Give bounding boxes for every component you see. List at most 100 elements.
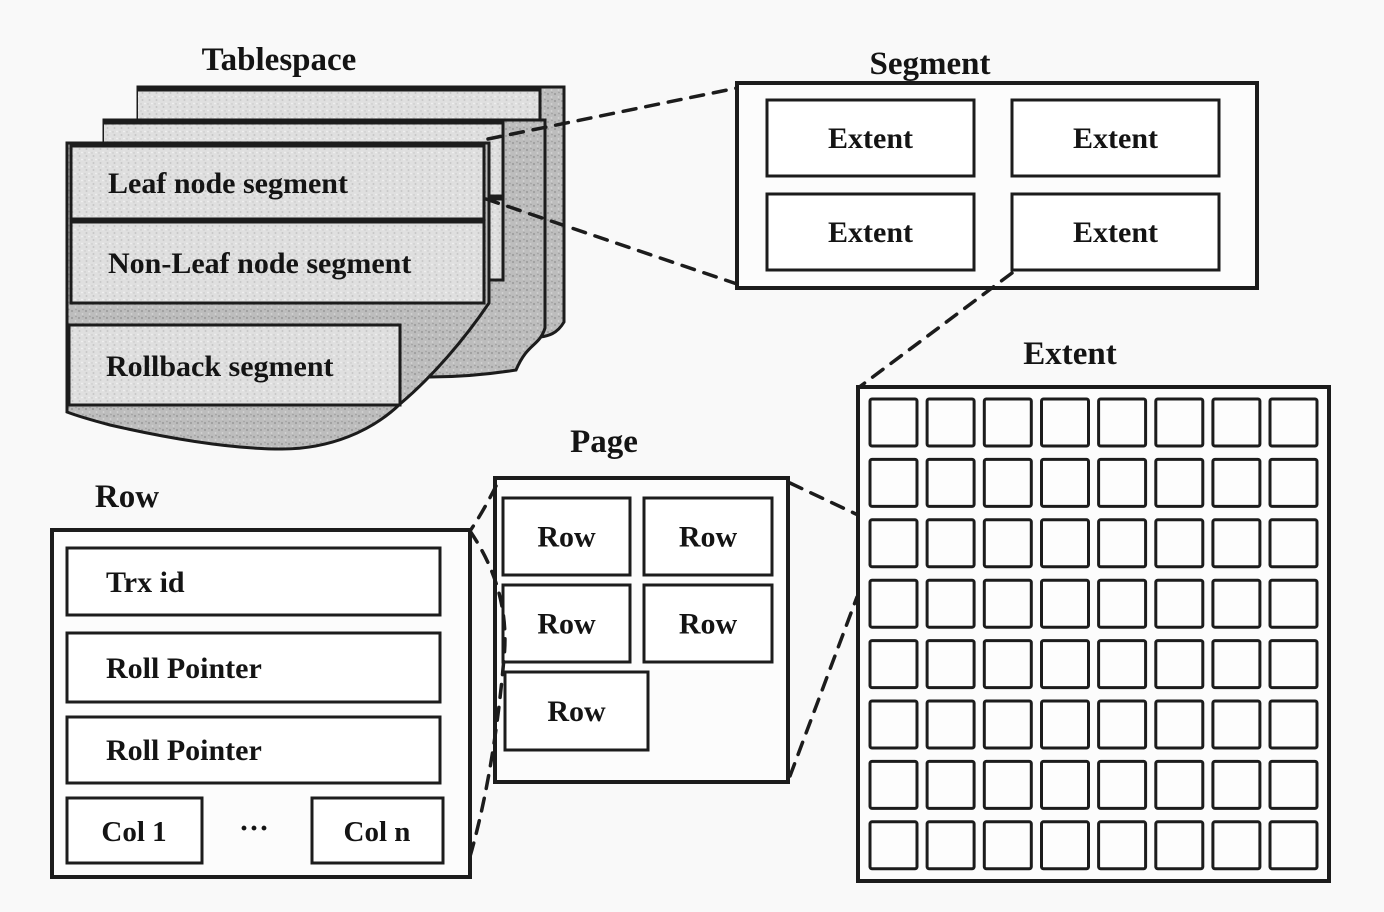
extent-grid-cell (868, 397, 919, 448)
segment-extent-box (765, 192, 976, 272)
extent-grid-cell (1268, 820, 1319, 871)
extent-grid-cell (982, 639, 1033, 690)
connector-page-row-top (468, 484, 498, 533)
extent-label: Extent (1023, 336, 1117, 372)
non-leaf-node-segment-box (69, 220, 486, 305)
extent-grid-cell (925, 578, 976, 629)
extent-grid-cell (925, 820, 976, 871)
col-1-label: Col 1 (101, 816, 166, 848)
extent-grid-cell (925, 759, 976, 810)
extent-grid-cell (1211, 457, 1262, 508)
extent-grid-cell (1211, 518, 1262, 569)
extent-grid-cell (1040, 397, 1090, 448)
extent-grid-cell (868, 699, 919, 750)
extent-grid-cell (1097, 820, 1148, 871)
extent-group (856, 385, 1331, 883)
connector-extent-page-bottom (788, 595, 859, 778)
page-row-cell (642, 583, 774, 664)
connector-page-row-arc (467, 529, 507, 862)
extent-grid-cell (1040, 457, 1090, 508)
extent-grid-cell (982, 759, 1033, 810)
connector-tablespace-segment-bottom (484, 197, 739, 286)
extent-grid-cell (1211, 759, 1262, 810)
trx-id-label: Trx id (106, 566, 185, 599)
extent-grid-cell (1040, 759, 1090, 810)
connectors (467, 86, 1014, 862)
extent-grid-cell (982, 699, 1033, 750)
connector-tablespace-segment-top (486, 86, 739, 141)
roll-pointer-box (65, 715, 442, 785)
extent-grid-cell (1211, 397, 1262, 448)
extent-grid-cell (1154, 699, 1205, 750)
extent-grid-cell (1268, 699, 1319, 750)
extent-grid-cell (868, 578, 919, 629)
extent-grid-cell (1097, 518, 1148, 569)
extent-grid-cell (1268, 578, 1319, 629)
leaf-node-segment-box (69, 144, 486, 221)
extent-grid-cell (925, 699, 976, 750)
page-row-cell-label: Row (547, 695, 606, 728)
extent-grid-cell (868, 759, 919, 810)
segment-extent-label: Extent (828, 122, 913, 155)
segment-extent-box (1010, 98, 1221, 178)
roll-pointer-box (65, 631, 442, 704)
extent-grid-cell (1097, 578, 1148, 629)
rollback-segment-label: Rollback segment (106, 350, 334, 383)
page-label: Page (570, 424, 638, 460)
extent-grid-cell (1040, 518, 1090, 569)
extent-grid-cell (925, 457, 976, 508)
col-1-box (65, 796, 204, 865)
extent-grid-cell (868, 639, 919, 690)
extent-grid-cell (1040, 578, 1090, 629)
non-leaf-node-segment-label: Non-Leaf node segment (108, 247, 411, 280)
extent-grid-cell (1154, 518, 1205, 569)
extent-grid-cell (1268, 639, 1319, 690)
extent-grid-cells (868, 397, 1319, 871)
extent-grid-cell (982, 397, 1033, 448)
extent-grid-cell (1040, 820, 1090, 871)
extent-grid-cell (1040, 699, 1090, 750)
extent-grid-cell (1154, 759, 1205, 810)
extent-grid-cell (1154, 397, 1205, 448)
extent-grid-cell (925, 397, 976, 448)
extent-grid-cell (1154, 639, 1205, 690)
trx-id-box (65, 546, 442, 617)
extent-grid-cell (1097, 699, 1148, 750)
extent-grid-cell (868, 457, 919, 508)
page-row-cell-label: Row (537, 608, 596, 641)
extent-grid-cell (1040, 639, 1090, 690)
col-ellipsis: ··· (239, 812, 269, 845)
extent-grid-cell (1211, 639, 1262, 690)
extent-grid-cell (1268, 397, 1319, 448)
extent-grid-cell (1097, 397, 1148, 448)
rollback-segment-box (67, 323, 402, 407)
page-row-cell-label: Row (679, 521, 738, 554)
extent-grid-cell (982, 518, 1033, 569)
extent-grid-cell (1097, 457, 1148, 508)
extent-grid-cell (925, 639, 976, 690)
extent-grid-cell (1211, 578, 1262, 629)
extent-grid-cell (1154, 820, 1205, 871)
extent-grid-cell (982, 578, 1033, 629)
extent-grid-cell (1097, 759, 1148, 810)
roll-pointer-label: Roll Pointer (106, 652, 262, 685)
connector-segment-extent (856, 271, 1014, 390)
extent-grid-cell (1154, 578, 1205, 629)
connector-extent-page-top (788, 481, 860, 517)
tablespace-label: Tablespace (202, 42, 357, 78)
segment-extent-box (1010, 192, 1221, 272)
row-label: Row (95, 479, 159, 515)
col-n-label: Col n (344, 816, 411, 848)
extent-grid-cell (1154, 457, 1205, 508)
roll-pointer-label: Roll Pointer (106, 734, 262, 767)
extent-grid-cell (1268, 457, 1319, 508)
page-row-cell (503, 670, 650, 752)
segment-extent-label: Extent (828, 216, 913, 249)
extent-grid-cell (1268, 518, 1319, 569)
